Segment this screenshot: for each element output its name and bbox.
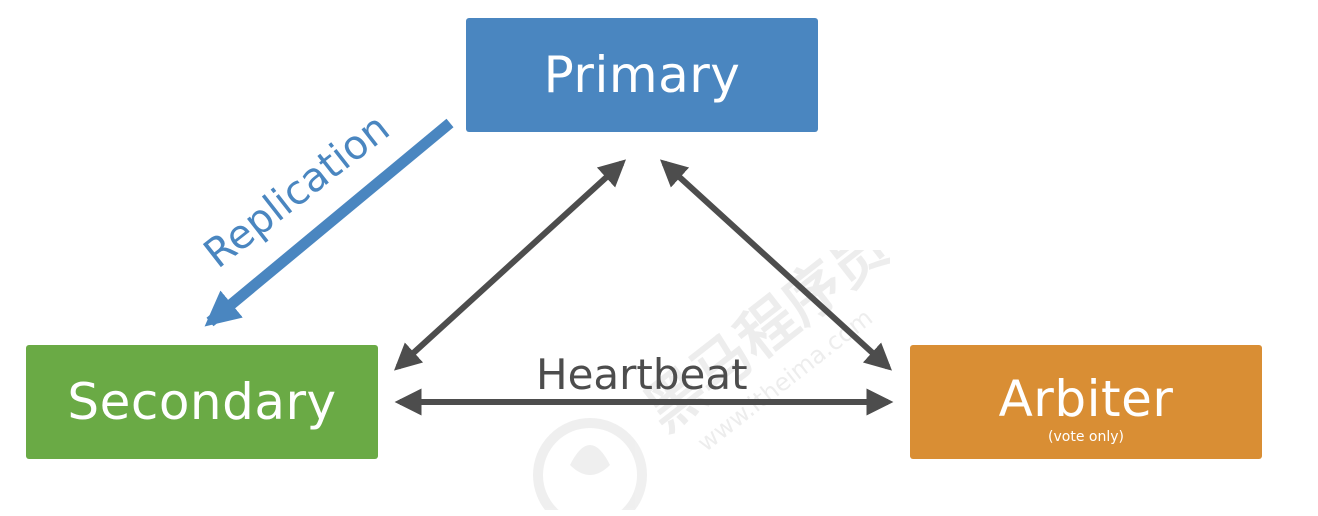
heartbeat-edge-primary-secondary [394, 159, 626, 371]
heartbeat-edge-primary-arbiter [660, 159, 892, 371]
secondary-node: Secondary [26, 345, 378, 459]
arbiter-node: Arbiter (vote only) [910, 345, 1262, 459]
arbiter-sublabel: (vote only) [1048, 429, 1124, 445]
heartbeat-label: Heartbeat [536, 350, 748, 399]
primary-label: Primary [543, 46, 741, 104]
secondary-label: Secondary [67, 373, 337, 431]
replication-arrow [204, 118, 454, 327]
primary-node: Primary [466, 18, 818, 132]
arbiter-label: Arbiter [998, 370, 1174, 428]
